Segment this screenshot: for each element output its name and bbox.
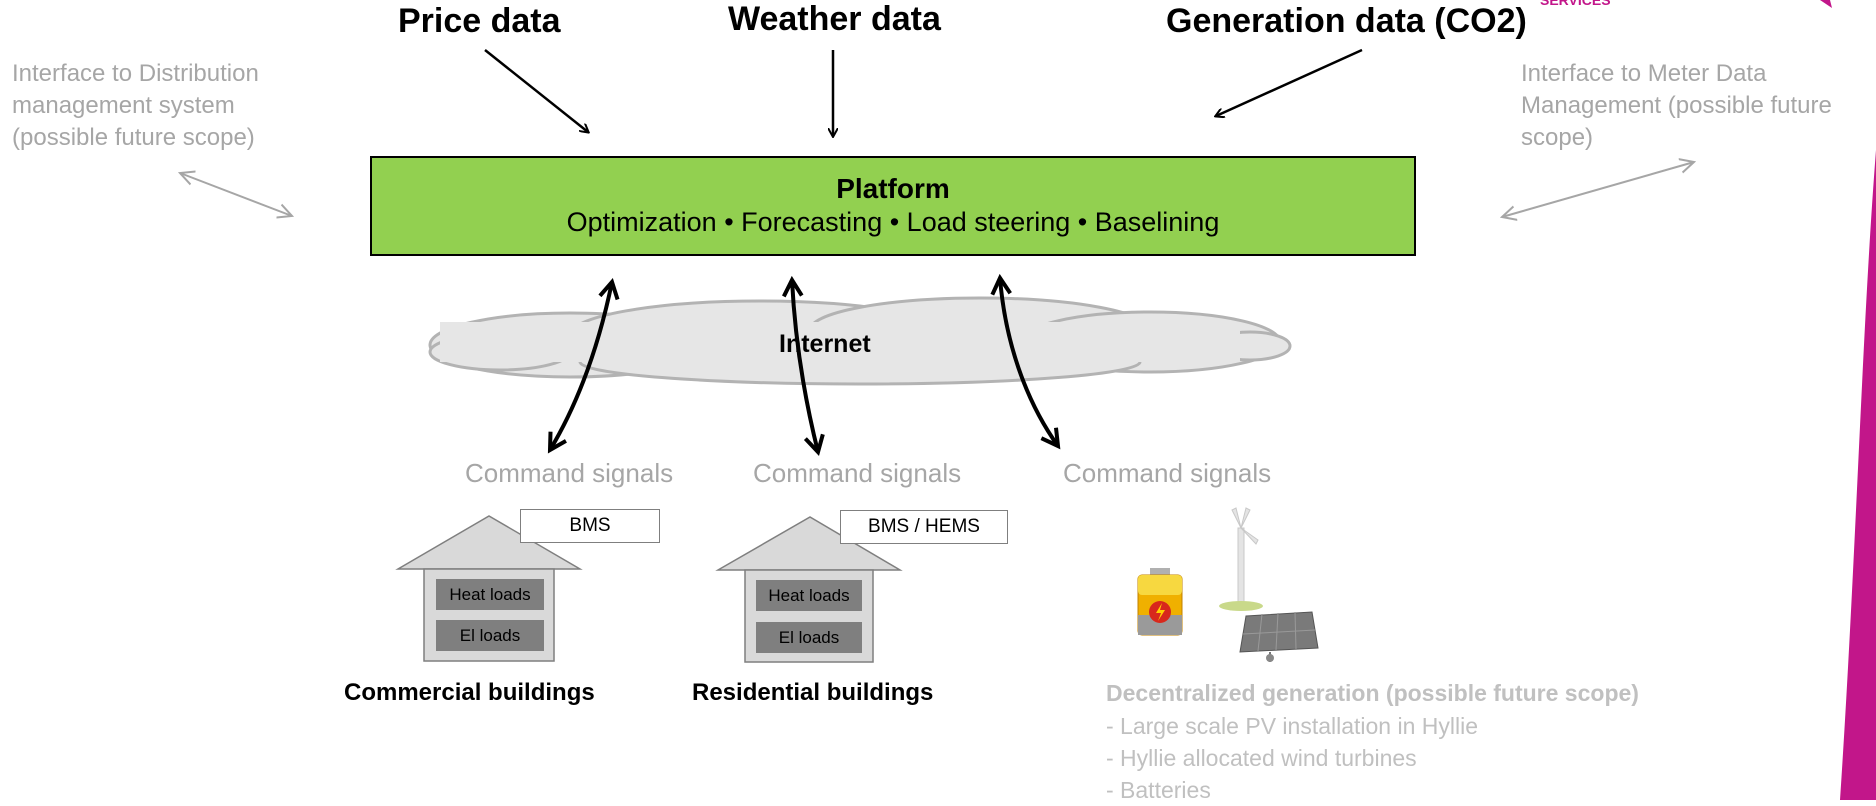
command-signals-commercial: Command signals xyxy=(465,458,674,488)
commercial-buildings-label: Commercial buildings xyxy=(344,679,595,706)
distribution-note-line: Interface to Distribution xyxy=(12,60,259,87)
residential-el-loads: El loads xyxy=(756,622,862,653)
distribution-note-line: (possible future scope) xyxy=(12,124,255,151)
meter-note-line: Interface to Meter Data xyxy=(1521,60,1767,87)
platform-box: Platform Optimization • Forecasting • Lo… xyxy=(370,156,1416,256)
decentralized-item: - Hyllie allocated wind turbines xyxy=(1106,745,1417,771)
battery-icon xyxy=(1137,568,1183,636)
decentralized-item: - Large scale PV installation in Hyllie xyxy=(1106,713,1479,739)
generation-data-label: Generation data (CO2) xyxy=(1166,2,1527,40)
price-arrow xyxy=(484,49,588,132)
meter-note-line: scope) xyxy=(1521,124,1594,151)
meter-interface-note: Interface to Meter Data Management (poss… xyxy=(1521,58,1832,154)
command-signals-generation: Command signals xyxy=(1063,458,1272,488)
wind-turbine-icon xyxy=(1219,507,1263,611)
bms-hems-box: BMS / HEMS xyxy=(840,510,1008,544)
signal-arrow-residential xyxy=(792,280,818,452)
generation-arrow xyxy=(1216,48,1363,116)
brand-swoosh xyxy=(1840,150,1876,800)
solar-panel-icon xyxy=(1239,611,1319,662)
decentralized-generation-title: Decentralized generation (possible futur… xyxy=(1106,680,1639,706)
bms-box: BMS xyxy=(520,509,660,543)
brand-logo-text: SERVICES xyxy=(1540,0,1611,8)
distribution-interface-arrow xyxy=(180,173,292,216)
meter-note-line: Management (possible future xyxy=(1521,92,1832,119)
decentralized-item: - Batteries xyxy=(1106,777,1211,803)
signal-arrow-commercial xyxy=(550,282,612,450)
weather-data-label: Weather data xyxy=(728,0,941,38)
platform-title: Platform xyxy=(836,173,950,204)
residential-buildings-label: Residential buildings xyxy=(692,679,934,706)
meter-interface-arrow xyxy=(1502,162,1694,217)
distribution-interface-note: Interface to Distribution management sys… xyxy=(12,58,259,154)
signal-arrow-generation xyxy=(1000,278,1058,446)
brand-mark xyxy=(1820,0,1832,8)
command-signals-residential: Command signals xyxy=(753,458,962,488)
residential-heat-loads: Heat loads xyxy=(756,580,862,611)
commercial-el-loads: El loads xyxy=(436,620,544,651)
decentralized-generation-list: - Large scale PV installation in Hyllie … xyxy=(1106,710,1478,806)
commercial-heat-loads: Heat loads xyxy=(436,579,544,610)
internet-label: Internet xyxy=(779,330,871,358)
platform-subtitle: Optimization • Forecasting • Load steeri… xyxy=(566,207,1220,237)
distribution-note-line: management system xyxy=(12,92,235,119)
price-data-label: Price data xyxy=(398,2,561,40)
